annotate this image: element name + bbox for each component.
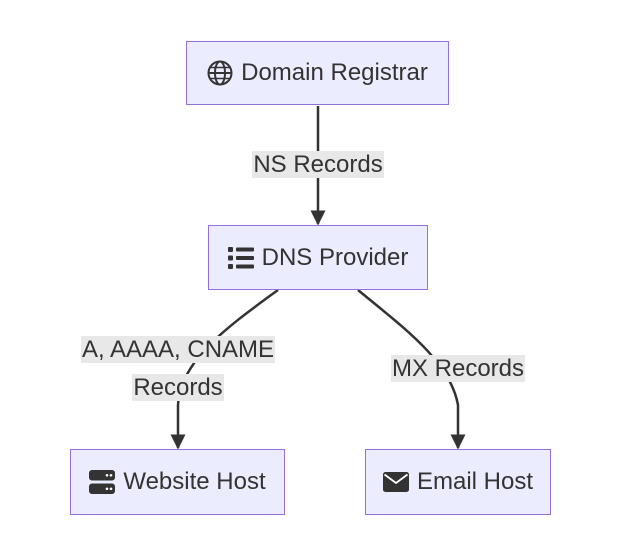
node-label-website-host: Website Host xyxy=(123,468,266,495)
node-domain-registrar: Domain Registrar xyxy=(186,41,449,105)
edge-label-website-records: A, AAAA, CNAME Records xyxy=(58,331,298,407)
envelope-icon xyxy=(382,472,409,492)
edge-label-website-line1: A, AAAA, CNAME xyxy=(80,336,276,363)
list-icon xyxy=(227,246,254,269)
node-label-dns-provider: DNS Provider xyxy=(261,243,409,271)
node-label-email-host: Email Host xyxy=(416,468,534,495)
edge-label-website-line2: Records xyxy=(132,374,224,401)
edge-label-mx-records: MX Records xyxy=(358,350,558,388)
edge-label-mx-records-text: MX Records xyxy=(390,355,526,382)
globe-icon xyxy=(207,60,233,86)
node-label-domain-registrar: Domain Registrar xyxy=(241,59,428,86)
edge-label-ns-records-text: NS Records xyxy=(252,151,384,178)
edge-dns-to-email xyxy=(357,289,466,450)
edge-label-ns-records: NS Records xyxy=(218,146,418,184)
node-email-host: Email Host xyxy=(365,449,551,515)
node-dns-provider: DNS Provider xyxy=(208,225,428,290)
node-website-host: Website Host xyxy=(70,449,285,515)
server-icon xyxy=(89,470,116,494)
